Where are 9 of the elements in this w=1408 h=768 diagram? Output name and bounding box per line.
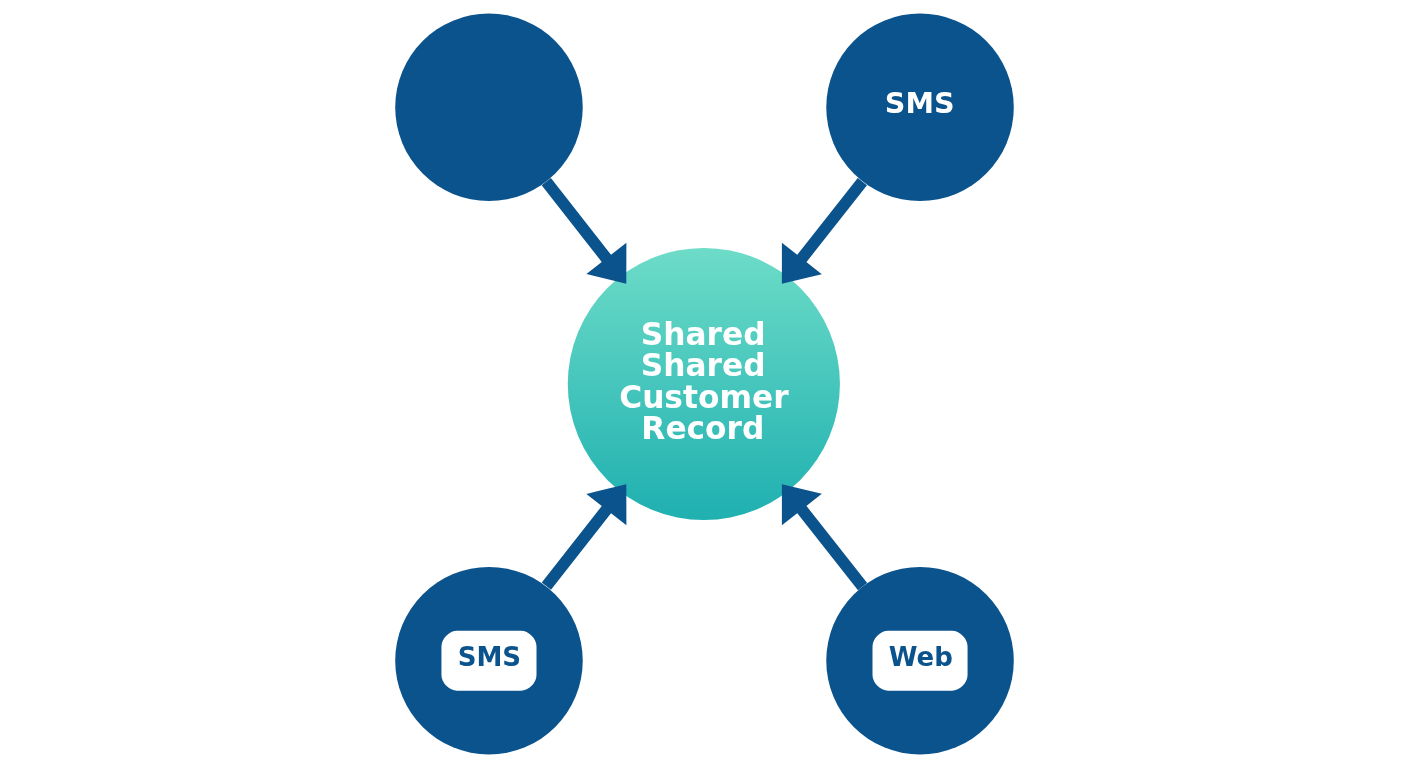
node-circle: [394, 13, 583, 202]
arrow: [781, 178, 867, 284]
arrow: [541, 484, 626, 590]
node-circle: SMS: [825, 13, 1014, 202]
arrow: [541, 178, 626, 284]
arrow: [781, 484, 867, 591]
node-circle: SMS: [394, 566, 583, 755]
node-circle: Web: [825, 566, 1014, 755]
node-circle: Shared Shared Customer Record: [567, 247, 840, 521]
